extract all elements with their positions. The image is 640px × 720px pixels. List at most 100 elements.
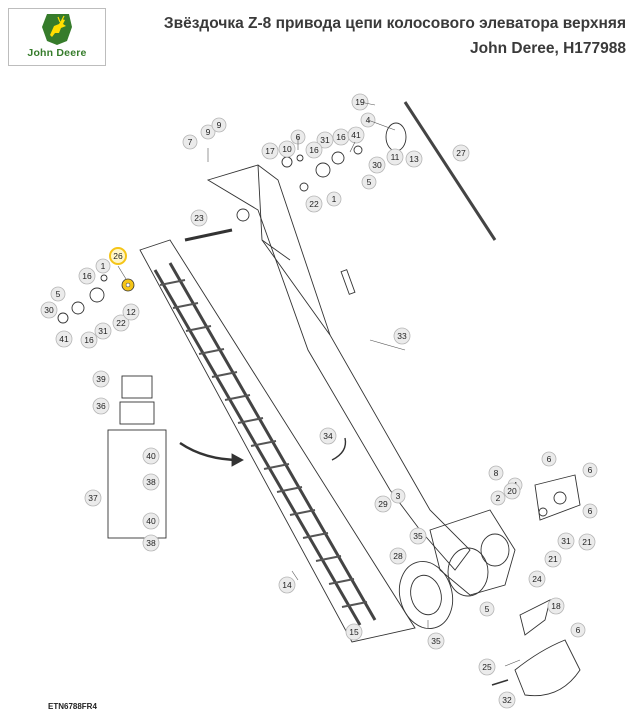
callout-label: 25: [482, 662, 492, 672]
callout-label: 16: [82, 271, 92, 281]
callout-16: 16: [332, 128, 350, 146]
callout-label: 18: [551, 601, 561, 611]
callout-label: 16: [309, 145, 319, 155]
callout-label: 31: [561, 536, 571, 546]
callout-label: 39: [96, 374, 106, 384]
callout-22: 22: [305, 195, 323, 213]
callout-30: 30: [40, 301, 58, 319]
callout-label: 31: [98, 326, 108, 336]
shield-32: [514, 639, 581, 697]
callout-33: 33: [393, 327, 411, 345]
callout-label: 35: [413, 531, 423, 541]
callout-31: 31: [94, 322, 112, 340]
flange-plate: [398, 561, 454, 629]
callout-16: 16: [305, 141, 323, 159]
callout-label: 2: [496, 493, 501, 503]
callout-label: 31: [320, 135, 330, 145]
callout-label: 30: [44, 305, 54, 315]
callout-18: 18: [547, 597, 565, 615]
chain-frame: [139, 239, 416, 643]
callout-label: 12: [126, 307, 136, 317]
callout-6: 6: [582, 462, 598, 478]
callout-label: 37: [88, 493, 98, 503]
callout-30: 30: [368, 156, 386, 174]
callout-16: 16: [78, 267, 96, 285]
callout-29: 29: [374, 495, 392, 513]
disc-11: [385, 122, 407, 152]
callout-label: 6: [576, 625, 581, 635]
callout-label: 34: [323, 431, 333, 441]
callout-label: 14: [282, 580, 292, 590]
callout-label: 5: [485, 604, 490, 614]
callout-41: 41: [55, 330, 73, 348]
callout-label: 24: [532, 574, 542, 584]
callout-label: 22: [116, 318, 126, 328]
callout-13: 13: [405, 150, 423, 168]
callout-40: 40: [142, 447, 160, 465]
callout-label: 33: [397, 331, 407, 341]
callout-35: 35: [409, 527, 427, 545]
callout-7: 7: [182, 134, 198, 150]
page-subtitle: John Deree, H177988: [470, 40, 626, 57]
callout-11: 11: [386, 148, 404, 166]
callout-label: 11: [391, 152, 400, 162]
callout-38: 38: [142, 534, 160, 552]
callout-label: 7: [188, 137, 193, 147]
callout-37: 37: [84, 489, 102, 507]
callout-label: 21: [548, 554, 558, 564]
callout-23: 23: [190, 209, 208, 227]
callout-5: 5: [479, 601, 495, 617]
callout-label: 41: [59, 334, 69, 344]
callout-label: 27: [456, 148, 466, 158]
callout-27: 27: [452, 144, 470, 162]
callout-label: 6: [547, 454, 552, 464]
callout-label: 13: [409, 154, 419, 164]
callout-6: 6: [541, 451, 557, 467]
callout-21: 21: [578, 533, 596, 551]
elevator-housing: [206, 164, 471, 571]
john-deere-logo: John Deere: [8, 8, 106, 66]
elevator-chain: [153, 269, 362, 626]
callout-24: 24: [528, 570, 546, 588]
callout-label: 15: [349, 627, 359, 637]
sprocket-26: [121, 278, 135, 292]
callout-label: 28: [393, 551, 403, 561]
callout-label: 26: [113, 251, 123, 261]
callout-35: 35: [427, 632, 445, 650]
callout-15: 15: [345, 623, 363, 641]
callout-label: 38: [146, 538, 156, 548]
callout-label: 5: [367, 177, 372, 187]
callout-8: 8: [488, 465, 504, 481]
page-title: Звёздочка Z-8 привода цепи колосового эл…: [163, 15, 626, 32]
callout-26: 26: [109, 247, 127, 265]
callout-5: 5: [50, 286, 66, 302]
callout-9: 9: [200, 124, 216, 140]
callout-label: 29: [378, 499, 388, 509]
parts-diagram: 1949976171031164111132716305221232616153…: [40, 93, 598, 709]
callout-1: 1: [95, 258, 111, 274]
callout-label: 22: [309, 199, 319, 209]
callout-31: 31: [316, 131, 334, 149]
callout-31: 31: [557, 532, 575, 550]
callout-10: 10: [278, 140, 296, 158]
callout-label: 3: [396, 491, 401, 501]
callout-label: 40: [146, 516, 156, 526]
callout-label: 5: [56, 289, 61, 299]
callout-label: 35: [431, 636, 441, 646]
callout-25: 25: [478, 658, 496, 676]
callout-1: 1: [326, 191, 342, 207]
shaft-23: [184, 228, 233, 242]
callout-17: 17: [261, 142, 279, 160]
callout-label: 17: [265, 146, 275, 156]
callout-34: 34: [319, 427, 337, 445]
callout-36: 36: [92, 397, 110, 415]
callout-label: 9: [206, 127, 211, 137]
callout-6: 6: [570, 622, 586, 638]
callout-5: 5: [361, 174, 377, 190]
callout-3: 3: [390, 488, 406, 504]
callout-label: 6: [588, 506, 593, 516]
callout-label: 16: [336, 132, 346, 142]
callout-label: 1: [332, 194, 337, 204]
callout-12: 12: [122, 303, 140, 321]
callout-label: 41: [351, 130, 361, 140]
